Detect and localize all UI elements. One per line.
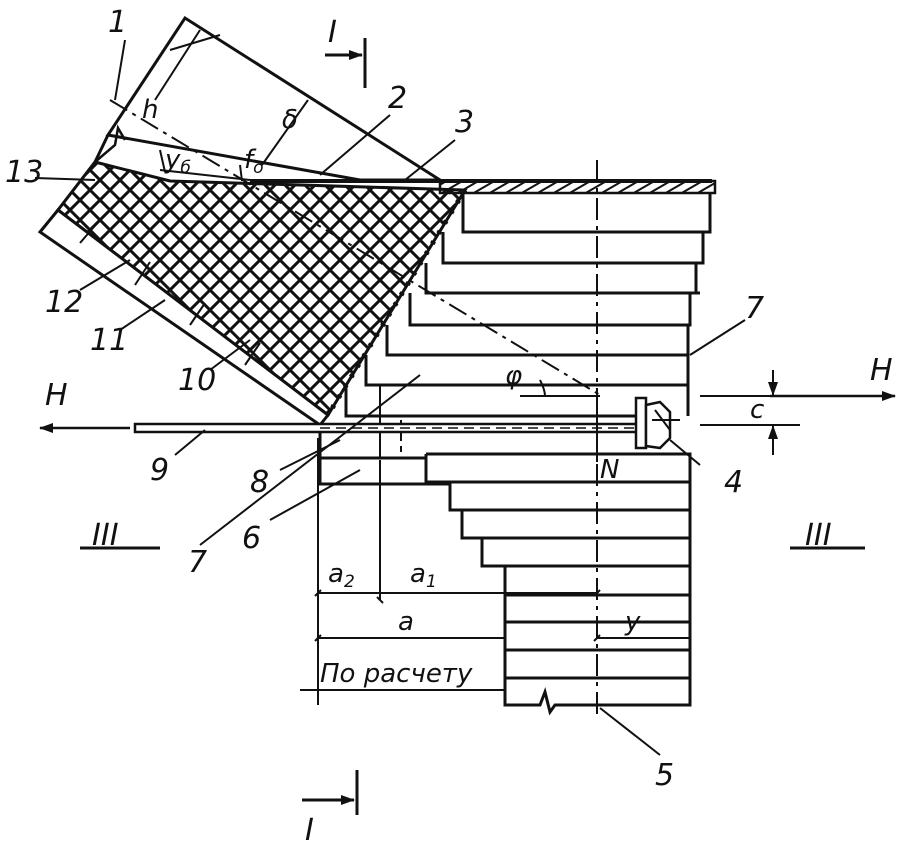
insulation-layer <box>55 160 468 418</box>
force-n-label: N <box>600 455 619 485</box>
force-h-right-label: H <box>870 353 893 388</box>
callout-12: 12 <box>45 285 83 320</box>
callout-2: 2 <box>388 81 407 116</box>
callout-11: 11 <box>90 323 128 358</box>
dim-a1-label: a1 <box>410 559 437 592</box>
callout-7-upper: 7 <box>745 291 764 326</box>
callout-13: 13 <box>5 155 43 190</box>
force-h-left-label: H <box>45 378 68 413</box>
dim-h-label: h <box>142 95 158 125</box>
callout-9: 9 <box>150 453 169 488</box>
callout-5: 5 <box>655 758 674 793</box>
dimension-labels: h δ yб fo φ c a2 a1 a y По расчету <box>142 95 764 689</box>
section-left-label: III <box>92 518 119 553</box>
dim-a2-label: a2 <box>328 559 355 592</box>
anchor-plate <box>634 396 648 450</box>
callout-6: 6 <box>242 521 261 556</box>
callout-10: 10 <box>178 363 216 398</box>
callout-7-lower: 7 <box>188 545 207 580</box>
callout-4: 4 <box>724 465 743 500</box>
dim-calc-label: По расчету <box>320 659 473 689</box>
dim-c-label: c <box>750 395 764 425</box>
section-bottom-label: I <box>305 813 314 848</box>
bottom-dimensions <box>300 438 690 705</box>
callout-labels: 1 2 3 4 5 6 7 7 8 9 10 11 12 13 <box>5 5 764 793</box>
callout-3: 3 <box>455 105 474 140</box>
section-marks <box>80 38 865 815</box>
callout-leaders <box>34 39 746 756</box>
dim-a-label: a <box>398 607 414 637</box>
anchor-nut <box>644 400 672 450</box>
dim-fo-label: fo <box>244 145 264 178</box>
dim-yb-label: yб <box>164 145 191 178</box>
section-labels: I I III III <box>92 15 832 848</box>
roof-board-upper <box>105 15 446 182</box>
masonry-wall <box>250 179 717 716</box>
callout-1: 1 <box>108 5 127 40</box>
slope-axis-line <box>109 99 601 396</box>
tie-rod <box>133 396 680 450</box>
force-labels: H H N <box>45 353 893 485</box>
dim-phi-label: φ <box>505 361 522 391</box>
dim-b-label: δ <box>282 105 298 135</box>
dim-y-label: y <box>624 607 641 637</box>
section-right-label: III <box>805 518 832 553</box>
callout-8: 8 <box>250 465 269 500</box>
roof-slope <box>37 15 601 428</box>
section-top-label: I <box>328 15 337 50</box>
